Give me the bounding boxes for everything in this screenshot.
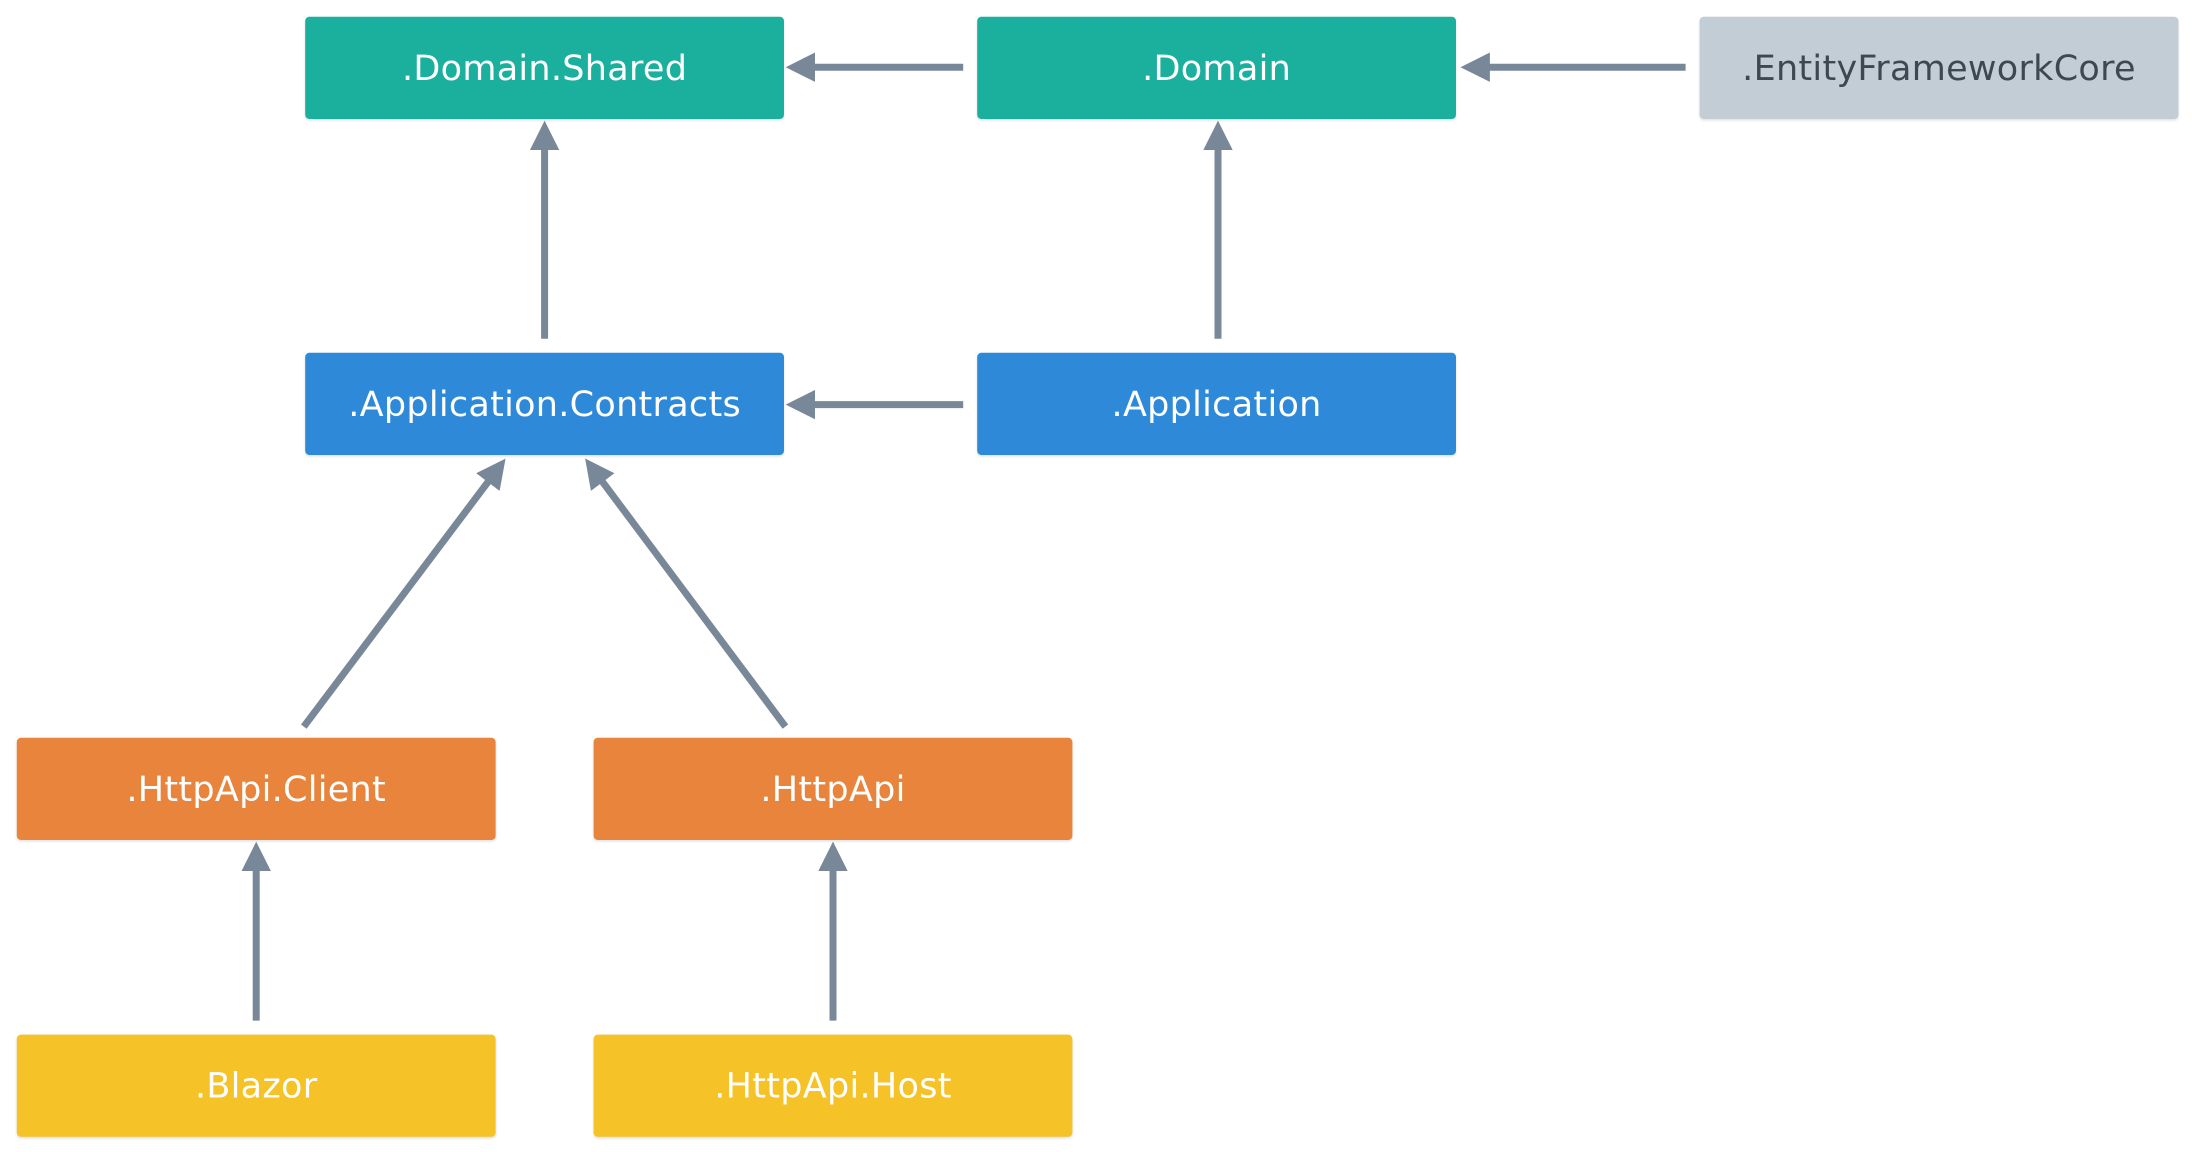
node-domain: .Domain — [977, 16, 1456, 119]
node-label: .Blazor — [194, 1065, 318, 1106]
node-blazor: .Blazor — [16, 1034, 496, 1137]
node-label: .Domain — [1142, 47, 1292, 89]
node-application-contracts: .Application.Contracts — [305, 352, 784, 455]
node-httpapi: .HttpApi — [593, 737, 1073, 840]
node-label: .EntityFrameworkCore — [1742, 47, 2136, 89]
node-label: .Application.Contracts — [348, 383, 741, 425]
node-httpapi-client: .HttpApi.Client — [16, 737, 496, 840]
node-httpapi-host: .HttpApi.Host — [593, 1034, 1073, 1137]
node-label: .HttpApi.Client — [126, 768, 387, 810]
arrow-httpapi-client-to-application-contracts — [301, 458, 506, 729]
node-label: .HttpApi.Host — [714, 1065, 952, 1106]
node-label: .HttpApi — [760, 768, 906, 810]
node-label: .Domain.Shared — [401, 47, 688, 89]
node-entity-framework-core: .EntityFrameworkCore — [1699, 16, 2179, 119]
node-domain-shared: .Domain.Shared — [305, 16, 784, 119]
node-label: .Application — [1111, 383, 1322, 425]
arrow-httpapi-to-application-contracts — [585, 458, 789, 729]
node-application: .Application — [977, 352, 1456, 455]
